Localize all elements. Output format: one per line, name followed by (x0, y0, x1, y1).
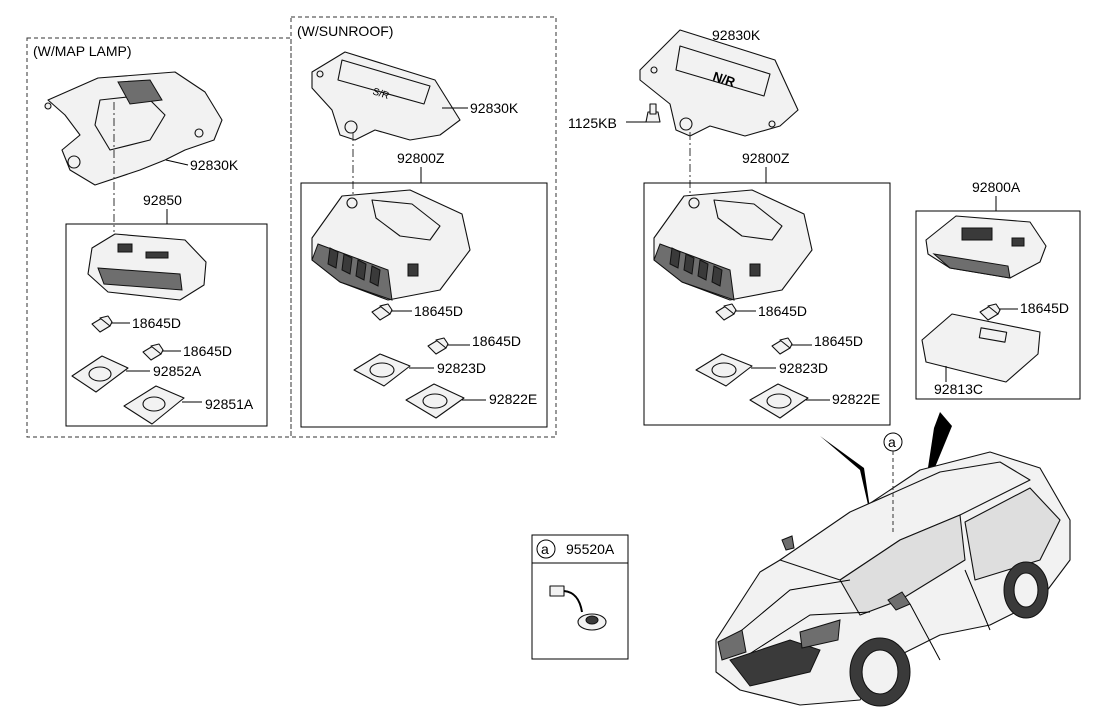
label-92850: 92850 (143, 192, 182, 208)
label-92830k-sunroof: 92830K (470, 100, 519, 116)
label-92851a: 92851A (205, 396, 254, 412)
label-92830k-map-lamp: 92830K (190, 157, 239, 173)
label-92813c: 92813C (934, 381, 983, 397)
bulb-18645d-standard-1 (715, 303, 737, 321)
lens-92852a (71, 355, 129, 393)
room-lamp-assembly (925, 215, 1047, 279)
bracket-92830k-sunroof: S/R (311, 51, 461, 141)
sub-box-92850 (65, 223, 268, 427)
bulb-18645d-room (979, 303, 1001, 321)
console-assembly-sunroof (311, 189, 471, 301)
label-92800z-standard: 92800Z (742, 150, 790, 166)
bracket-92830k-map-lamp (44, 71, 223, 186)
connector-box-95520a (531, 534, 629, 660)
label-18645d-map-1: 18645D (132, 315, 181, 331)
lens-92851a (123, 385, 185, 425)
bulb-18645d-map-1 (91, 315, 113, 333)
label-18645d-map-2: 18645D (183, 343, 232, 359)
label-18645d-room: 18645D (1020, 300, 1069, 316)
car-illustration (715, 412, 1071, 707)
bulb-18645d-sunroof-1 (371, 303, 393, 321)
label-92852a: 92852A (153, 363, 202, 379)
sunroof-group-label: (W/SUNROOF) (297, 23, 393, 39)
lens-92822e-sunroof (405, 383, 465, 419)
label-92830k-standard: 92830K (712, 27, 761, 43)
label-92822e-standard: 92822E (832, 391, 880, 407)
map-lamp-group-label: (W/MAP LAMP) (33, 43, 132, 59)
bulb-18645d-sunroof-2 (427, 337, 449, 355)
sub-box-92800z-standard (643, 182, 891, 426)
lens-92822e-standard (749, 383, 809, 419)
lens-92823d-standard (695, 353, 753, 387)
sub-box-92800a (915, 210, 1081, 400)
sunroof-plate-mark: S/R (371, 86, 390, 102)
lens-92813c (921, 313, 1041, 383)
connector-95520a (549, 585, 607, 631)
label-1125kb: 1125KB (568, 115, 617, 131)
label-18645d-standard-2: 18645D (814, 333, 863, 349)
label-92823d-sunroof: 92823D (437, 360, 486, 376)
label-18645d-sunroof-1: 18645D (414, 303, 463, 319)
map-lamp-assembly (87, 233, 207, 301)
bulb-18645d-map-2 (142, 343, 164, 361)
label-95520a: 95520A (566, 541, 615, 557)
screw-1125kb (645, 103, 661, 123)
label-18645d-standard-1: 18645D (758, 303, 807, 319)
label-92800z-sunroof: 92800Z (397, 150, 445, 166)
lens-92823d-sunroof (353, 353, 411, 387)
callout-a-car-letter: a (888, 434, 896, 450)
callout-a-connector (536, 539, 556, 559)
label-92800a: 92800A (972, 179, 1021, 195)
label-18645d-sunroof-2: 18645D (472, 333, 521, 349)
console-assembly-standard (653, 189, 813, 301)
callout-a-connector-letter: a (541, 541, 549, 557)
bracket-92830k-standard: N/R (639, 29, 799, 137)
label-92823d-standard: 92823D (779, 360, 828, 376)
sub-box-92800z-sunroof (300, 182, 548, 428)
label-92822e-sunroof: 92822E (489, 391, 537, 407)
bulb-18645d-standard-2 (771, 337, 793, 355)
normal-plate-mark: N/R (711, 69, 738, 90)
